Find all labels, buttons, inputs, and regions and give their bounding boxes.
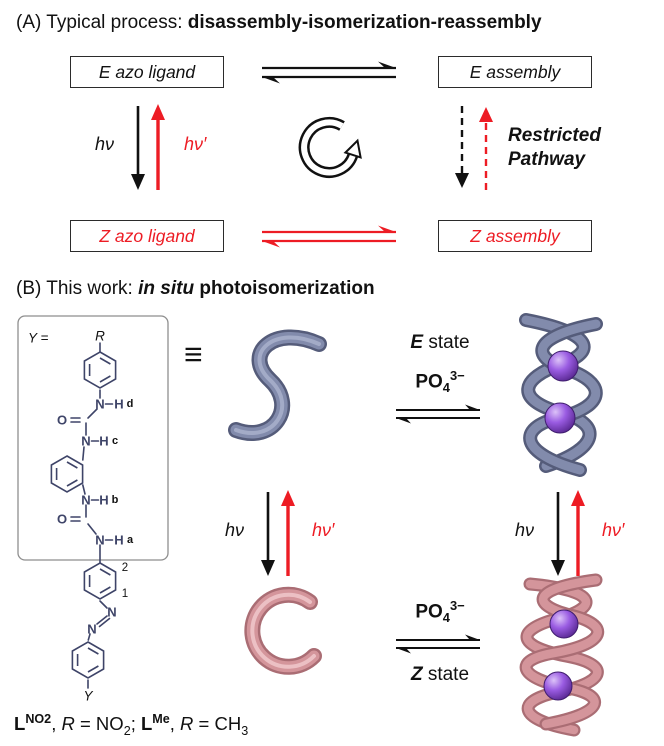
- box-e-assembly: E assembly: [438, 56, 592, 88]
- oxygen-atom: O: [57, 413, 67, 428]
- caption-sup-no2: NO2: [25, 712, 52, 726]
- panel-a-title: (A) Typical process: disassembly-isomeri…: [16, 12, 542, 34]
- hv-label-b-right: hν: [514, 520, 534, 540]
- caption-R1: R: [61, 713, 75, 735]
- nitrogen-atom: N: [95, 533, 104, 548]
- z-ligand-shape: [244, 586, 322, 675]
- benzene-ring-3: [83, 562, 117, 600]
- hv-prime-label-a: hν′: [184, 134, 207, 154]
- e-state-em: E: [410, 332, 424, 353]
- hydrogen-atom: H: [99, 434, 108, 449]
- ligand-box-outline: [17, 315, 169, 561]
- e-state-label: E state: [392, 332, 488, 354]
- box-z-assembly: Z assembly: [438, 220, 592, 252]
- nh-tag-d: d: [127, 398, 134, 410]
- phosphate-label-z: PO43−: [392, 598, 488, 625]
- panel-a-title-bold: disassembly-isomerization-reassembly: [187, 12, 542, 33]
- cycle-arrow-icon: [298, 116, 362, 178]
- panel-a-title-prefix: (A) Typical process:: [16, 12, 188, 33]
- benzene-ring-4: [71, 641, 105, 679]
- caption-sup-me: Me: [152, 712, 170, 726]
- phosphate-sphere: [547, 350, 579, 382]
- caption-R2: R: [180, 713, 194, 735]
- y-substituent-label: Y: [83, 689, 93, 704]
- equilibrium-arrows-e-icon: [262, 61, 396, 84]
- y-equals-label: Y =: [28, 331, 49, 346]
- photoisomerization-arrows-a-icon: [131, 104, 165, 190]
- benzene-ring-1: [83, 351, 117, 389]
- nitrogen-atom: N: [81, 493, 90, 508]
- nh-tag-c: c: [112, 435, 118, 447]
- ligand-structure: Y = R N H d O N H c N H b: [17, 315, 169, 704]
- restricted-pathway-arrows-icon: [455, 106, 493, 190]
- z-assembly-helix: [519, 573, 605, 737]
- phosphate-sphere: [549, 609, 579, 639]
- equilibrium-arrows-z-icon: [262, 225, 396, 248]
- panel-b-title-bold: photoisomerization: [194, 278, 375, 299]
- caption-L1: L: [14, 713, 26, 735]
- phosphate-sphere: [543, 671, 573, 701]
- po4-sup: 3−: [449, 598, 465, 613]
- panel-b-title-prefix: (B) This work:: [16, 278, 139, 299]
- nh-tag-b: b: [112, 494, 119, 506]
- phosphate-label-e: PO43−: [392, 368, 488, 395]
- hydrogen-atom: H: [99, 493, 108, 508]
- z-state-label: Z state: [392, 664, 488, 686]
- box-z-azo-ligand: Z azo ligand: [70, 220, 224, 252]
- phosphate-sphere: [544, 402, 576, 434]
- nitrogen-atom: N: [81, 434, 90, 449]
- restricted-pathway-label: Restricted Pathway: [508, 125, 601, 170]
- hydrogen-atom: H: [114, 397, 123, 412]
- r-substituent-label: R: [95, 329, 105, 344]
- z-state-em: Z: [410, 664, 423, 685]
- photoisomerization-arrows-b-right-icon: [551, 490, 585, 576]
- box-e-azo-ligand: E azo ligand: [70, 56, 224, 88]
- caption-L2: L: [140, 713, 153, 735]
- po4-sup: 3−: [449, 368, 465, 383]
- e-state-rest: state: [423, 332, 470, 353]
- po4-sub: 4: [442, 380, 450, 396]
- hydrogen-atom: H: [114, 533, 123, 548]
- nitrogen-atom: N: [95, 397, 104, 412]
- hv-prime-label-b-left: hν′: [312, 520, 335, 540]
- hv-label-b-left: hν: [224, 520, 244, 540]
- oxygen-atom: O: [57, 512, 67, 527]
- panel-b-title-insitu: in situ: [138, 278, 195, 299]
- equilibrium-arrows-e-small-icon: [396, 404, 480, 424]
- azo-nitrogen-atom: N: [107, 605, 116, 620]
- ligand-caption: LNO2, R = NO2; LMe, R = CH3: [14, 712, 249, 738]
- e-ligand-shape: [228, 329, 327, 441]
- po4-base: PO: [415, 371, 443, 393]
- po4-sub: 4: [442, 610, 450, 626]
- po4-base: PO: [415, 601, 443, 623]
- equilibrium-arrows-z-small-icon: [396, 634, 480, 654]
- ring-position-1: 1: [122, 588, 128, 600]
- equivalence-symbol: ≡: [184, 336, 203, 372]
- hv-label-a: hν: [94, 134, 114, 154]
- hv-prime-label-b-right: hν′: [602, 520, 625, 540]
- z-state-rest: state: [422, 664, 470, 685]
- panel-b-title: (B) This work: in situ photoisomerizatio…: [16, 278, 375, 300]
- e-assembly-helix: [519, 313, 603, 477]
- azo-nitrogen-atom: N: [87, 622, 96, 637]
- benzene-ring-2: [50, 455, 84, 493]
- photoisomerization-arrows-b-left-icon: [261, 490, 295, 576]
- ring-position-2: 2: [122, 562, 128, 574]
- nh-tag-a: a: [127, 534, 134, 546]
